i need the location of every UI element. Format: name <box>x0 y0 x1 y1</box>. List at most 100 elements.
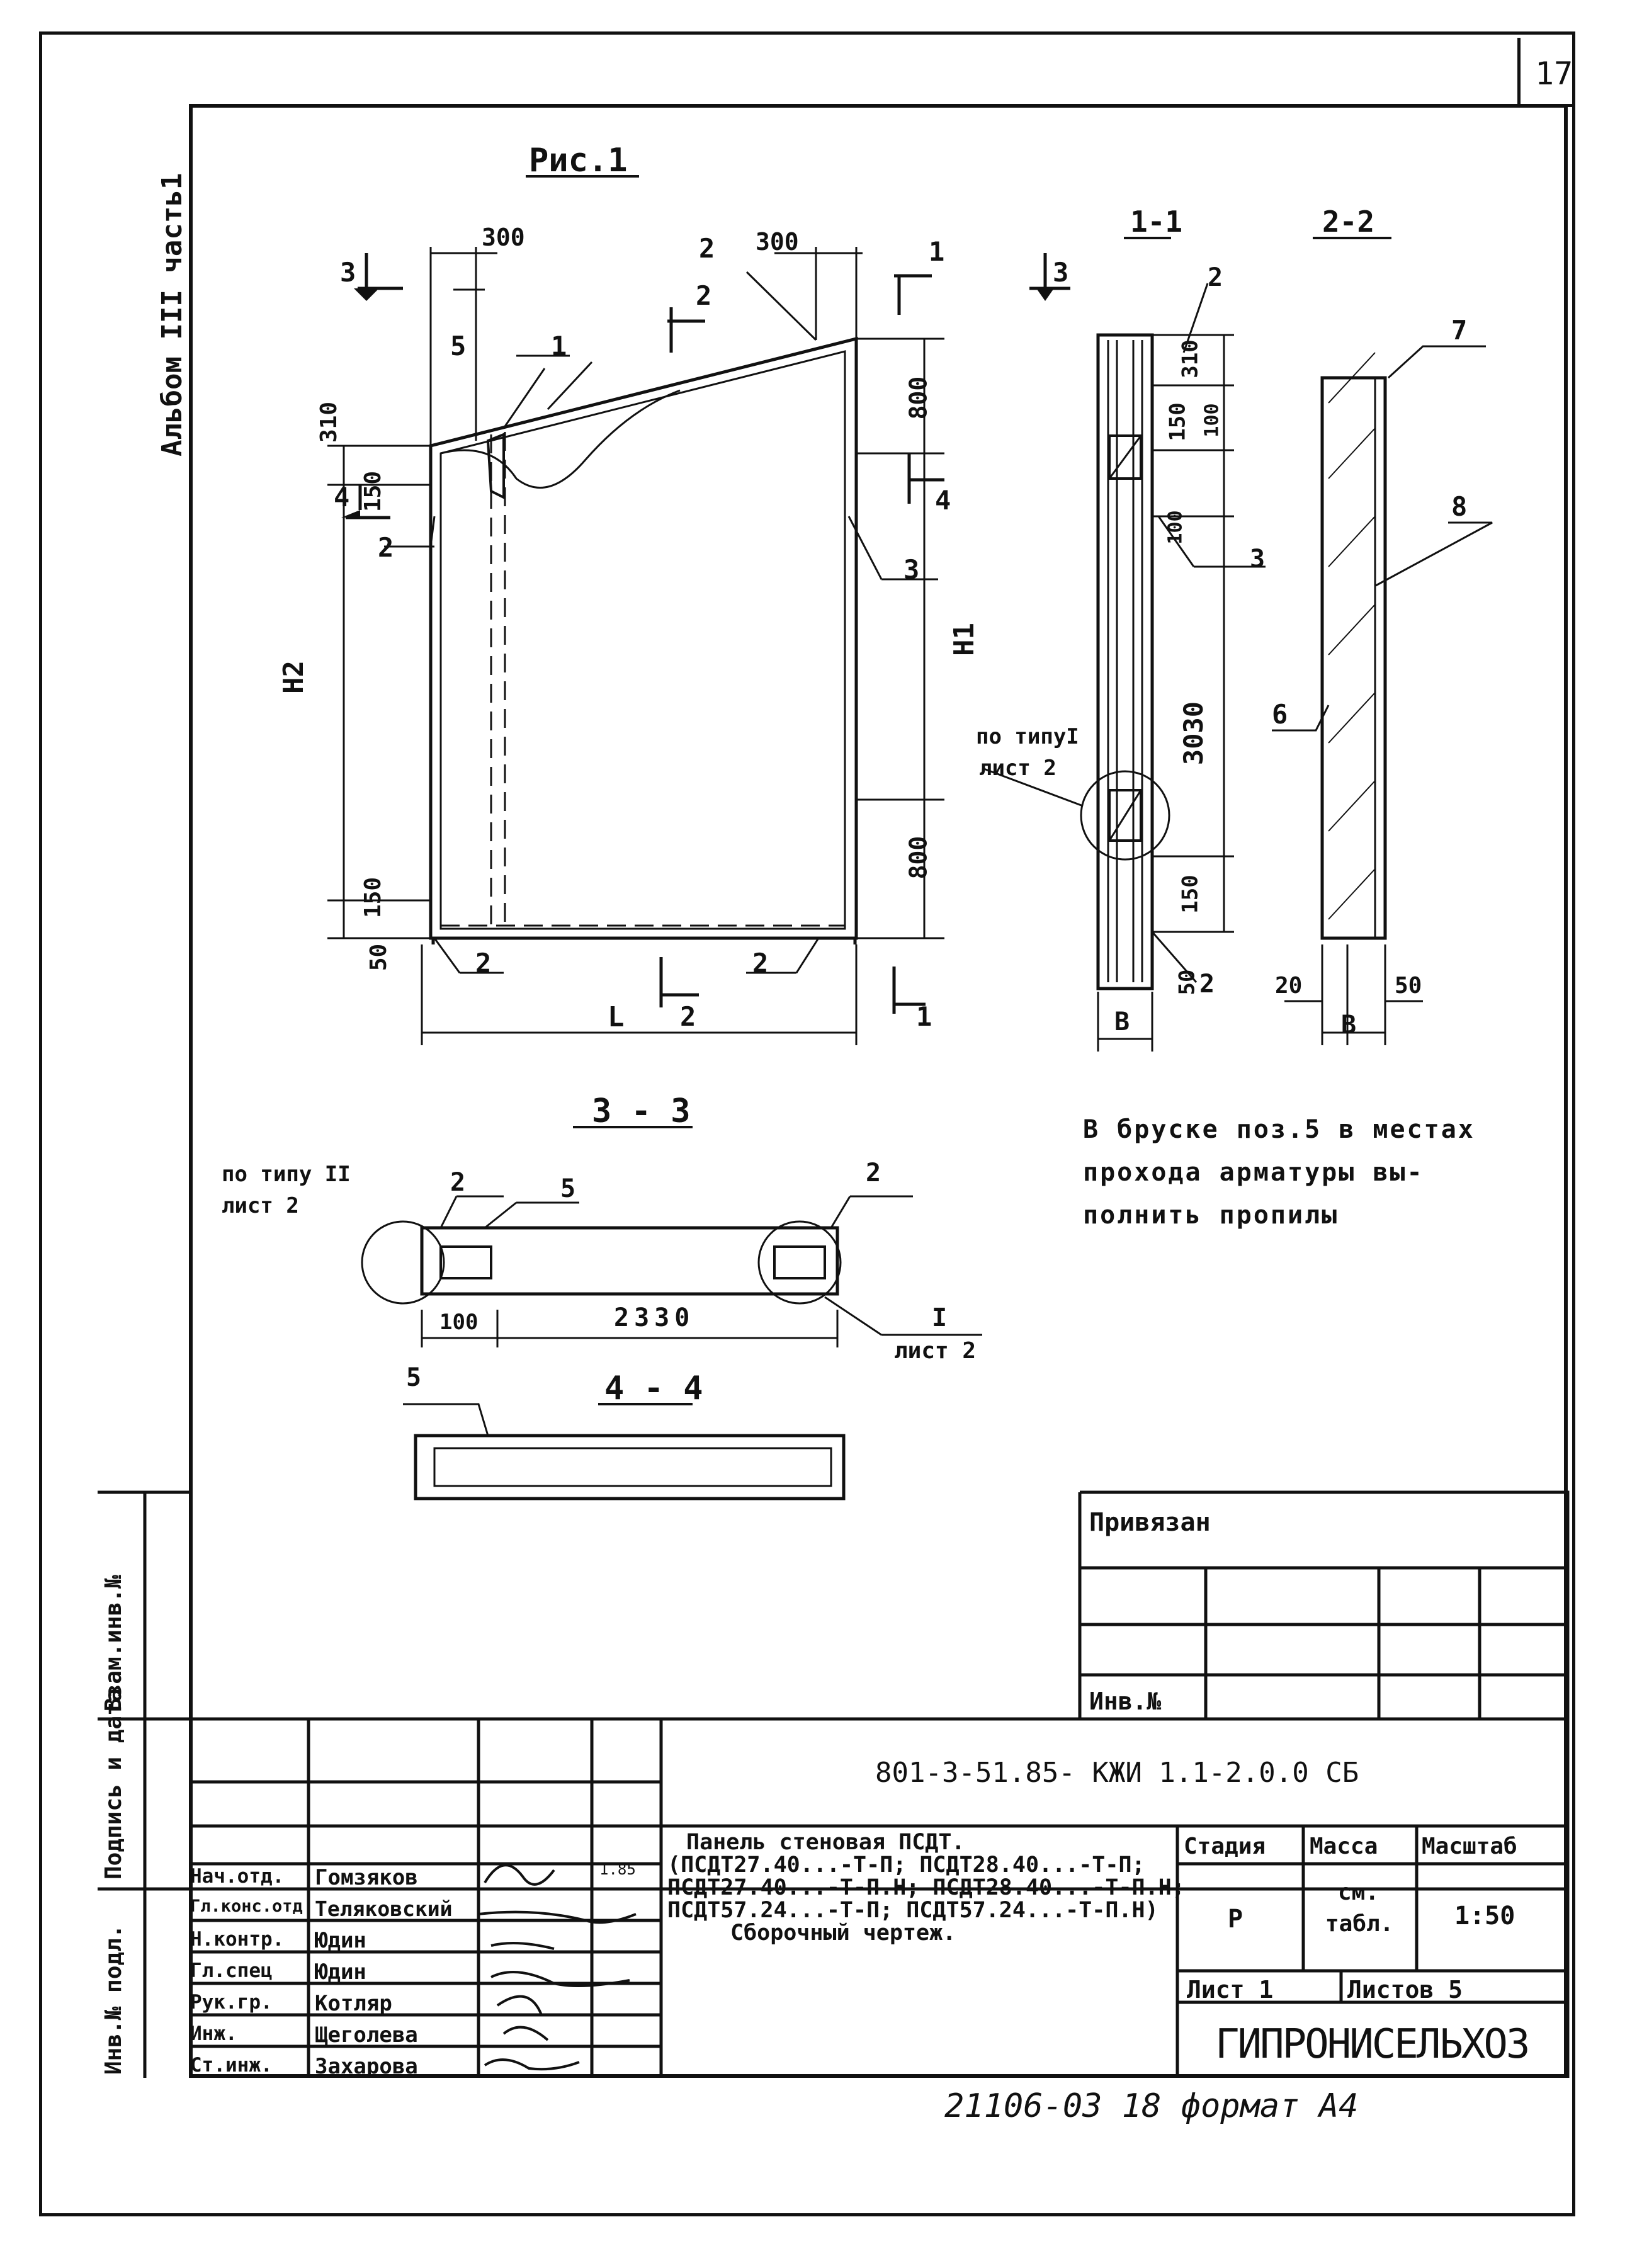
pos-2-bottom-left: 2 <box>475 948 492 978</box>
s22-pos-6: 6 <box>1272 699 1288 730</box>
stamp-scale-value: 1:50 <box>1454 1902 1515 1931</box>
pos-2-section-arrow: 2 <box>696 280 712 311</box>
s22-dim-20: 20 <box>1275 973 1303 999</box>
person-role-6: Инж. <box>190 2022 237 2045</box>
s33-dim-100: 100 <box>439 1310 479 1335</box>
pos-3-section-arrow-right: 3 <box>1053 257 1069 288</box>
s22-dim-b: B <box>1341 1011 1357 1040</box>
person-role-2: Гл.конс.отд <box>190 1897 303 1916</box>
person-name-6: Щеголева <box>315 2022 418 2048</box>
pos-4-right: 4 <box>935 485 951 516</box>
note-block: В бруске поз.5 в местах прохода арматуры… <box>1083 1108 1475 1237</box>
person-name-3: Юдин <box>315 1928 366 1953</box>
figure-title: Рис.1 <box>529 142 628 179</box>
stamp-sheets: Листов 5 <box>1347 1976 1463 2004</box>
section-4-4-title: 4 - 4 <box>604 1369 703 1407</box>
s33-detail-i: I <box>932 1303 948 1332</box>
s33-pos-2-left: 2 <box>450 1168 466 1197</box>
page-number-box <box>1517 38 1575 107</box>
type-i-sheet: лист 2 <box>979 756 1056 781</box>
product-title-line-1: Панель стеновая ПСДТ. <box>686 1830 965 1855</box>
drawing-frame-inner <box>189 104 1568 2078</box>
person-role-7: Ст.инж. <box>190 2054 273 2077</box>
person-name-4: Юдин <box>315 1959 366 1985</box>
s33-pos-5: 5 <box>560 1174 576 1203</box>
person-name-5: Котляр <box>315 1991 392 2016</box>
footer-format: 21106-03 18 формат А4 <box>944 2087 1359 2125</box>
dim-150-top: 150 <box>360 470 387 513</box>
product-title-line-5: Сборочный чертеж. <box>730 1920 956 1946</box>
pos-4-left: 4 <box>334 482 350 513</box>
s44-pos-5: 5 <box>406 1363 422 1392</box>
dim-300-right: 300 <box>756 228 799 256</box>
s11-dim-50: 50 <box>1174 969 1200 995</box>
person-name-7: Захарова <box>315 2054 418 2079</box>
dim-310: 310 <box>316 401 343 443</box>
pos-1-section-arrow: 1 <box>929 236 945 267</box>
note-line-1: В бруске поз.5 в местах <box>1083 1115 1475 1144</box>
drawing-frame-outer <box>39 31 1575 2216</box>
dim-50: 50 <box>366 943 392 972</box>
stamp-sheet: Лист 1 <box>1187 1976 1274 2004</box>
stamp-mass-value-2: табл. <box>1325 1911 1394 1937</box>
stamp-privyazan: Привязан <box>1089 1508 1211 1537</box>
dim-800-top: 800 <box>904 376 932 420</box>
s22-pos-7: 7 <box>1451 315 1468 346</box>
s11-pos-3: 3 <box>1250 545 1266 574</box>
type-i-note: по типуI <box>976 724 1079 749</box>
s11-dim-b: B <box>1114 1007 1130 1036</box>
left-strip-signature-label: Подпись и дата <box>101 1688 127 1880</box>
stamp-stage-value: Р <box>1228 1905 1243 1934</box>
person-role-1: Нач.отд. <box>190 1865 285 1888</box>
stamp-scale-header: Масштаб <box>1422 1834 1517 1859</box>
person-role-5: Рук.гр. <box>190 1991 273 2014</box>
type-ii-note: по типу II <box>222 1162 351 1187</box>
person-role-3: Н.контр. <box>190 1928 285 1951</box>
s11-dim-150: 150 <box>1165 402 1191 441</box>
pos-2-section-arrow-bottom: 2 <box>680 1001 696 1032</box>
product-title-line-4: ПСДТ57.24...-Т-П; ПСДТ57.24...-Т-П.Н) <box>667 1898 1158 1923</box>
stamp-stage-header: Стадия <box>1184 1834 1266 1859</box>
note-line-2: прохода арматуры вы- <box>1083 1158 1424 1187</box>
pos-2-top: 2 <box>699 233 715 264</box>
product-title-line-3: ПСДТ27.40...-Т-П.Н; ПСДТ28.40...-Т-П.Н; <box>667 1875 1185 1900</box>
section-2-2-title: 2-2 <box>1322 205 1375 239</box>
s22-dim-50: 50 <box>1395 973 1422 999</box>
person-role-4: Гл.спец <box>190 1959 273 1982</box>
s33-detail-sheet: лист 2 <box>894 1338 977 1364</box>
s11-dim-100-bottom: 100 <box>1164 510 1187 545</box>
s33-pos-2-right: 2 <box>866 1159 881 1188</box>
pos-3-section-arrow-left: 3 <box>340 257 356 288</box>
dim-150-bottom: 150 <box>360 876 387 919</box>
pos-1-section-arrow-bottom: 1 <box>916 1001 932 1032</box>
pos-2-bottom-right: 2 <box>752 948 769 978</box>
stamp-inv-no: Инв.№ <box>1089 1687 1162 1715</box>
person-name-1: Гомзяков <box>315 1865 418 1890</box>
product-title: Панель стеновая ПСДТ. (ПСДТ27.40...-Т-П;… <box>667 1831 1185 1944</box>
note-line-3: полнить пропилы <box>1083 1201 1339 1230</box>
stamp-mass-header: Масса <box>1310 1834 1378 1859</box>
dim-300-left: 300 <box>482 224 525 251</box>
section-3-3-title: 3 - 3 <box>592 1092 691 1130</box>
section-1-1-title: 1-1 <box>1130 205 1183 239</box>
s33-dim-2330: 2330 <box>614 1303 695 1332</box>
stamp-mass-value-1: см. <box>1338 1880 1379 1905</box>
person-name-2: Теляковский <box>315 1897 453 1921</box>
s11-pos-2: 2 <box>1208 263 1223 292</box>
page-number: 17 <box>1535 55 1573 92</box>
s22-pos-8: 8 <box>1451 491 1468 522</box>
product-title-line-2: (ПСДТ27.40...-Т-П; ПСДТ28.40...-Т-П; <box>667 1852 1145 1878</box>
type-ii-sheet: лист 2 <box>222 1193 299 1218</box>
pos-5-leader: 5 <box>450 331 467 361</box>
left-strip-inv-label: Инв.№ подл. <box>101 1924 127 2075</box>
pos-3-leader: 3 <box>903 554 920 585</box>
s11-dim-100-top: 100 <box>1201 403 1223 438</box>
pos-1-leader: 1 <box>551 331 567 361</box>
s11-dim-150-bottom: 150 <box>1177 875 1203 914</box>
organization-name: ГИПРОНИСЕЛЬХОЗ <box>1215 2021 1530 2068</box>
dim-l: L <box>608 1001 625 1033</box>
pos-2-left: 2 <box>378 532 394 563</box>
dim-h2: H2 <box>277 661 310 694</box>
s11-dim-310: 310 <box>1177 339 1203 378</box>
